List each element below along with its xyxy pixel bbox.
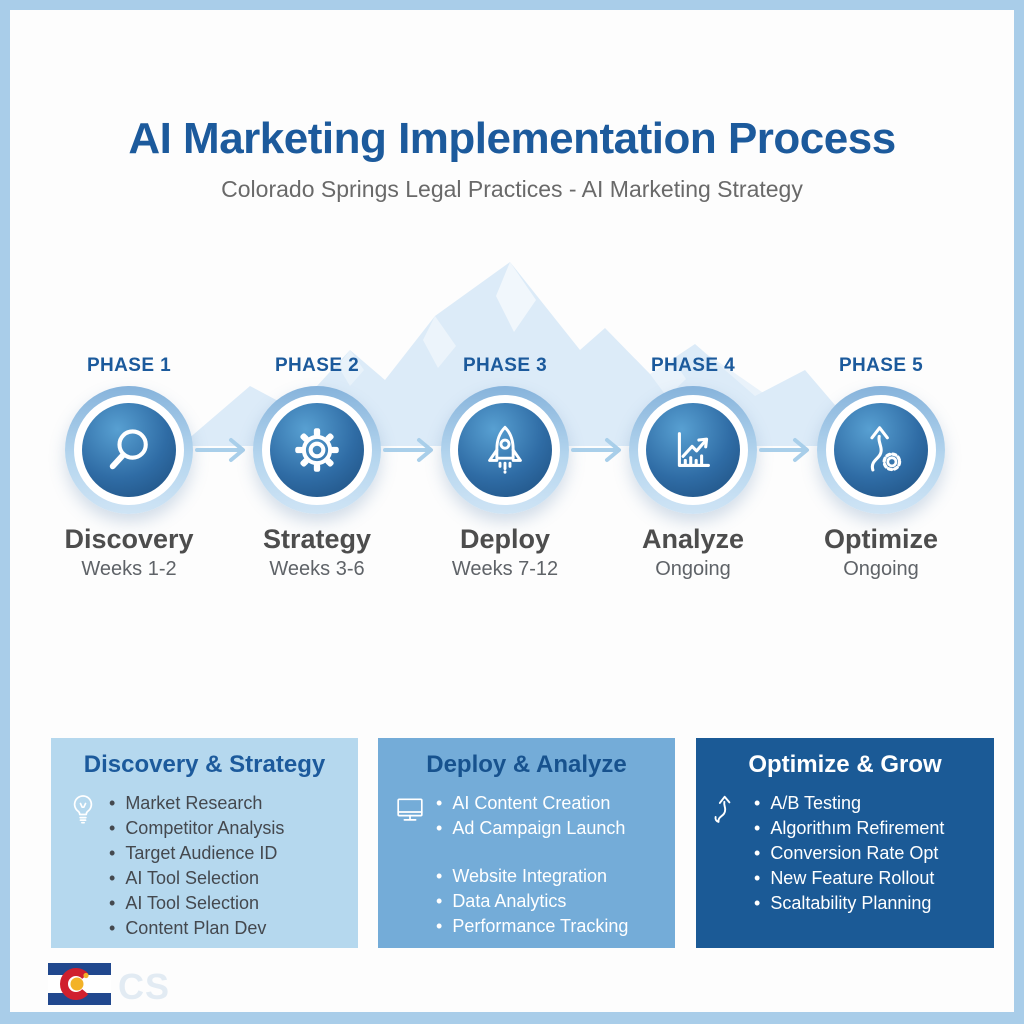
- card-list-item: Content Plan Dev: [109, 916, 284, 941]
- phase-duration: Ongoing: [655, 558, 731, 580]
- card-list-item: Website Integration: [436, 864, 628, 889]
- card-list: AI Content CreationAd Campaign Launch: [436, 791, 628, 841]
- card-title: Discovery & Strategy: [83, 751, 326, 778]
- magnifier-icon: [100, 421, 158, 479]
- rocket-icon: [476, 421, 534, 479]
- optimize-arrow-gear-icon: [852, 421, 910, 479]
- phase-label: PHASE 2: [274, 355, 360, 376]
- phase-duration: Weeks 3-6: [269, 558, 365, 580]
- monitor-icon: [392, 791, 436, 939]
- phase-name: Strategy: [262, 524, 372, 554]
- phase-label: PHASE 1: [86, 355, 172, 376]
- phase-name: Discovery: [64, 524, 194, 554]
- card-list-item: New Feature Rollout: [754, 866, 944, 891]
- card-list-item: Market Research: [109, 791, 284, 816]
- card-list-item: Ad Campaign Launch: [436, 816, 628, 841]
- page-title: AI Marketing Implementation Process: [128, 114, 896, 163]
- flow-arrow-icon: [759, 436, 815, 464]
- card-title: Optimize & Grow: [748, 751, 942, 778]
- card-list: Market ResearchCompetitor AnalysisTarget…: [109, 791, 284, 941]
- infographic-canvas: AI Marketing Implementation Process Colo…: [10, 10, 1014, 1012]
- phase-label: PHASE 4: [650, 355, 736, 376]
- card-list-item: Conversion Rate Opt: [754, 841, 944, 866]
- phase-circle: [65, 386, 193, 514]
- flow-arrow-icon: [571, 436, 627, 464]
- card-list-item: Performance Tracking: [436, 914, 628, 939]
- card-list-item: AI Tool Selection: [109, 866, 284, 891]
- summary-card-3: Optimize & GrowA/B TestingAlgorithım Ref…: [696, 738, 994, 948]
- phase-name: Deploy: [459, 524, 551, 554]
- card-list-item: Data Analytics: [436, 889, 628, 914]
- growth-arrow-icon: [710, 791, 754, 916]
- card-list: Website IntegrationData AnalyticsPerform…: [436, 864, 628, 939]
- growth-chart-icon: [664, 421, 722, 479]
- phase-duration: Ongoing: [843, 558, 919, 580]
- card-title: Deploy & Analyze: [426, 751, 627, 778]
- card-list-item: Algorithım Refirement: [754, 816, 944, 841]
- phase-label: PHASE 3: [462, 355, 548, 376]
- flow-arrow-icon: [195, 436, 251, 464]
- phase-name: Optimize: [823, 524, 938, 554]
- card-list-item: Scaltability Planning: [754, 891, 944, 916]
- lightbulb-icon: [65, 791, 109, 941]
- gear-icon: [288, 421, 346, 479]
- phase-name: Analyze: [641, 524, 745, 554]
- phase-label: PHASE 5: [838, 355, 924, 376]
- phase-circle: [629, 386, 757, 514]
- card-list-item: Competitor Analysis: [109, 816, 284, 841]
- colorado-flag-logo: [48, 963, 111, 1005]
- phase-duration: Weeks 1-2: [81, 558, 177, 580]
- phase-circle: [817, 386, 945, 514]
- phase-circle: [253, 386, 381, 514]
- summary-card-2: Deploy & Analyze AI Content CreationAd Ca…: [378, 738, 675, 948]
- flow-arrow-icon: [383, 436, 439, 464]
- summary-card-1: Discovery & StrategyMarket ResearchCompe…: [51, 738, 358, 948]
- card-list-item: AI Content Creation: [436, 791, 628, 816]
- page-subtitle: Colorado Springs Legal Practices - AI Ma…: [221, 176, 803, 202]
- card-list-item: AI Tool Selection: [109, 891, 284, 916]
- card-list: A/B TestingAlgorithım RefirementConversi…: [754, 791, 944, 916]
- watermark-initials: CS: [118, 966, 171, 1007]
- phase-duration: Weeks 7-12: [451, 558, 559, 580]
- card-list-item: Target Audience ID: [109, 841, 284, 866]
- phase-circle: [441, 386, 569, 514]
- card-list-item: A/B Testing: [754, 791, 944, 816]
